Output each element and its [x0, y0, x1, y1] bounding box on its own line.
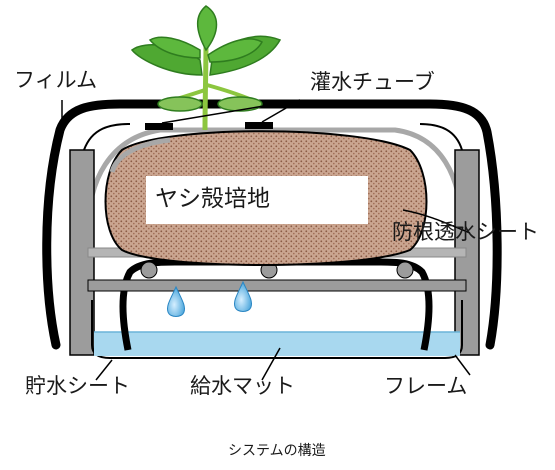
label-film: フィルム — [14, 68, 98, 92]
coir-medium-bag — [104, 130, 428, 266]
water-drops — [167, 280, 252, 317]
label-frame: フレーム — [384, 374, 468, 398]
leader-frame — [454, 354, 471, 376]
label-coir-medium: ヤシ殻培地 — [155, 186, 270, 212]
plant — [130, 5, 282, 131]
leader-root-sheet — [402, 209, 471, 234]
leader-tube-b — [261, 99, 301, 123]
leader-lines — [61, 99, 471, 381]
label-irrigation-tube: 灌水チューブ — [310, 70, 435, 94]
leader-tube-a — [161, 99, 301, 124]
leader-supply-mat — [261, 347, 281, 381]
label-water-supply-mat: 給水マット — [190, 374, 295, 398]
leader-storage-sheet — [95, 359, 113, 381]
frame-poles — [69, 149, 480, 356]
figure-caption: システムの構造 — [228, 443, 326, 459]
water-trough — [91, 300, 463, 359]
label-water-storage-sheet: 貯水シート — [25, 374, 130, 398]
irrigation-tubes — [145, 122, 273, 130]
label-root-proof-sheet: 防根透水シート — [392, 220, 539, 244]
